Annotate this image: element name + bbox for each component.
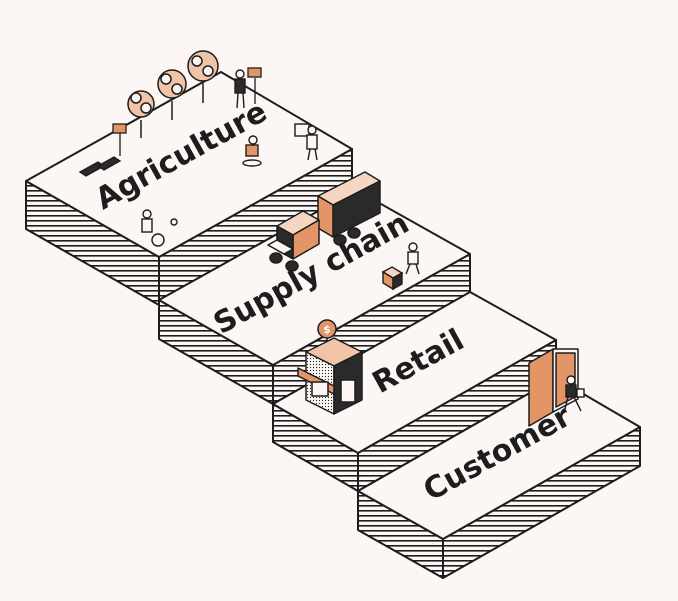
retail-step bbox=[272, 291, 557, 492]
orchard-trees bbox=[127, 50, 219, 138]
tree-icon bbox=[127, 90, 155, 138]
farmer-icon bbox=[234, 69, 246, 109]
worker-icon bbox=[405, 242, 420, 275]
tree-icon bbox=[157, 69, 187, 120]
shop-icon: $ bbox=[297, 319, 363, 415]
worker-icon bbox=[294, 123, 318, 161]
farmer-icon bbox=[141, 209, 178, 247]
solar-panel-icon bbox=[78, 67, 262, 177]
truck-icon bbox=[267, 171, 381, 272]
svg-text:$: $ bbox=[323, 323, 331, 336]
agriculture-step bbox=[25, 71, 353, 306]
tree-icon bbox=[187, 50, 219, 103]
customer-icon bbox=[563, 375, 585, 414]
worker-icon bbox=[242, 135, 262, 167]
customer-step bbox=[357, 377, 641, 579]
box-icon bbox=[381, 266, 404, 291]
